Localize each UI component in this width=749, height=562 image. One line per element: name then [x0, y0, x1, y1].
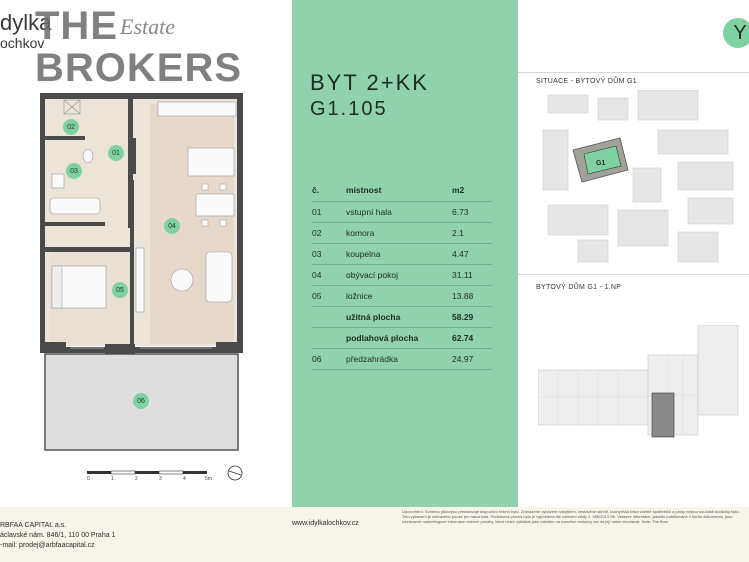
company-address: áclavské nám. 846/1, 110 00 Praha 1 — [0, 532, 116, 539]
divider — [518, 72, 749, 73]
row-name: podlahová plocha — [346, 327, 452, 349]
situation-label: SITUACE - BYTOVÝ DŮM G1 — [536, 78, 637, 85]
scale-tick-0: 0 — [87, 476, 90, 482]
watermark-the: THE — [35, 4, 118, 48]
footer-company: RBFAA CAPITAL a.s. áclavské nám. 846/1, … — [0, 521, 115, 551]
unit-info-panel: BYT 2+KK G1.105 č. místnost m2 01 vstupn… — [292, 0, 518, 507]
north-arrow-icon — [227, 465, 243, 481]
row-no: 03 — [312, 243, 346, 265]
table-row: 03 koupelna 4.47 — [312, 243, 492, 265]
table-row: 05 ložnice 13.88 — [312, 285, 492, 307]
scale-tick-2: 2 — [135, 476, 138, 482]
row-no — [312, 306, 346, 328]
row-area: 24.97 — [452, 348, 492, 370]
table-row: 06 předzahrádka 24.97 — [312, 348, 492, 370]
company-email[interactable]: -mail: prodej@arbfaacapital.cz — [0, 542, 95, 549]
website-link[interactable]: www.idylkalochkov.cz — [292, 520, 359, 527]
row-name: předzahrádka — [346, 348, 452, 370]
row-no: 04 — [312, 264, 346, 286]
row-no — [312, 327, 346, 349]
unit-type-title: BYT 2+KK — [310, 70, 429, 95]
company-name: RBFAA CAPITAL a.s. — [0, 522, 67, 529]
row-no: 01 — [312, 201, 346, 223]
table-header-row: č. místnost m2 — [312, 180, 492, 202]
situation-building-tag: G1 — [596, 160, 606, 167]
room-marker-03: 03 — [66, 163, 82, 179]
divider — [518, 274, 749, 275]
location-panel: Y SITUACE - BYTOVÝ DŮM G1 G1 BYTOVÝ DŮM … — [518, 0, 749, 507]
row-no: 05 — [312, 285, 346, 307]
room-marker-01: 01 — [108, 145, 124, 161]
brand-idylka: dylka — [0, 10, 52, 35]
room-marker-02: 02 — [63, 119, 79, 135]
watermark-logo: THE BROKERS — [35, 5, 242, 89]
row-no: 02 — [312, 222, 346, 244]
row-area: 6.73 — [452, 201, 492, 223]
row-no: 06 — [312, 348, 346, 370]
row-name: vstupní hala — [346, 201, 452, 223]
scale-tick-3: 3 — [159, 476, 162, 482]
site-map — [542, 90, 734, 263]
row-name: koupelna — [346, 243, 452, 265]
header-room: místnost — [346, 180, 452, 202]
building-badge: Y — [723, 18, 749, 48]
table-row: 01 vstupní hala 6.73 — [312, 201, 492, 223]
row-name: obývací pokoj — [346, 264, 452, 286]
floorplan-panel: dylka ochkov THE BROKERS Estate — [0, 0, 292, 507]
watermark-brokers: BROKERS — [35, 46, 243, 90]
row-area: 62.74 — [452, 327, 492, 349]
room-marker-05: 05 — [112, 282, 128, 298]
disclaimer-note: Upozornění: Schéma půdorysu představuje … — [402, 509, 740, 525]
floor-label: BYTOVÝ DŮM G1 - 1.NP — [536, 284, 622, 291]
scale-tick-4: 4 — [183, 476, 186, 482]
row-area: 31.11 — [452, 264, 492, 286]
scale-bar — [87, 470, 207, 475]
header-area: m2 — [452, 180, 492, 202]
row-area: 4.47 — [452, 243, 492, 265]
scale-tick-1: 1 — [111, 476, 114, 482]
table-row-total: užitná plocha 58.29 — [312, 306, 492, 328]
unit-code-title: G1.105 — [310, 98, 388, 120]
header-no: č. — [312, 180, 346, 202]
scale-tick-5m: 5m — [205, 476, 212, 482]
room-area-table: č. místnost m2 01 vstupní hala 6.73 02 k… — [312, 180, 492, 370]
row-area: 13.88 — [452, 285, 492, 307]
brand-lochkov: ochkov — [0, 35, 45, 51]
building-floor-plan — [538, 325, 739, 438]
table-row: 04 obývací pokoj 31.11 — [312, 264, 492, 286]
row-name: komora — [346, 222, 452, 244]
watermark-estate: Estate — [120, 14, 175, 39]
room-marker-04: 04 — [164, 218, 180, 234]
row-name: ložnice — [346, 285, 452, 307]
row-name: užitná plocha — [346, 306, 452, 328]
row-area: 2.1 — [452, 222, 492, 244]
table-row: 02 komora 2.1 — [312, 222, 492, 244]
row-area: 58.29 — [452, 306, 492, 328]
footer — [0, 507, 749, 562]
room-marker-06: 06 — [133, 393, 149, 409]
table-row-total: podlahová plocha 62.74 — [312, 327, 492, 349]
